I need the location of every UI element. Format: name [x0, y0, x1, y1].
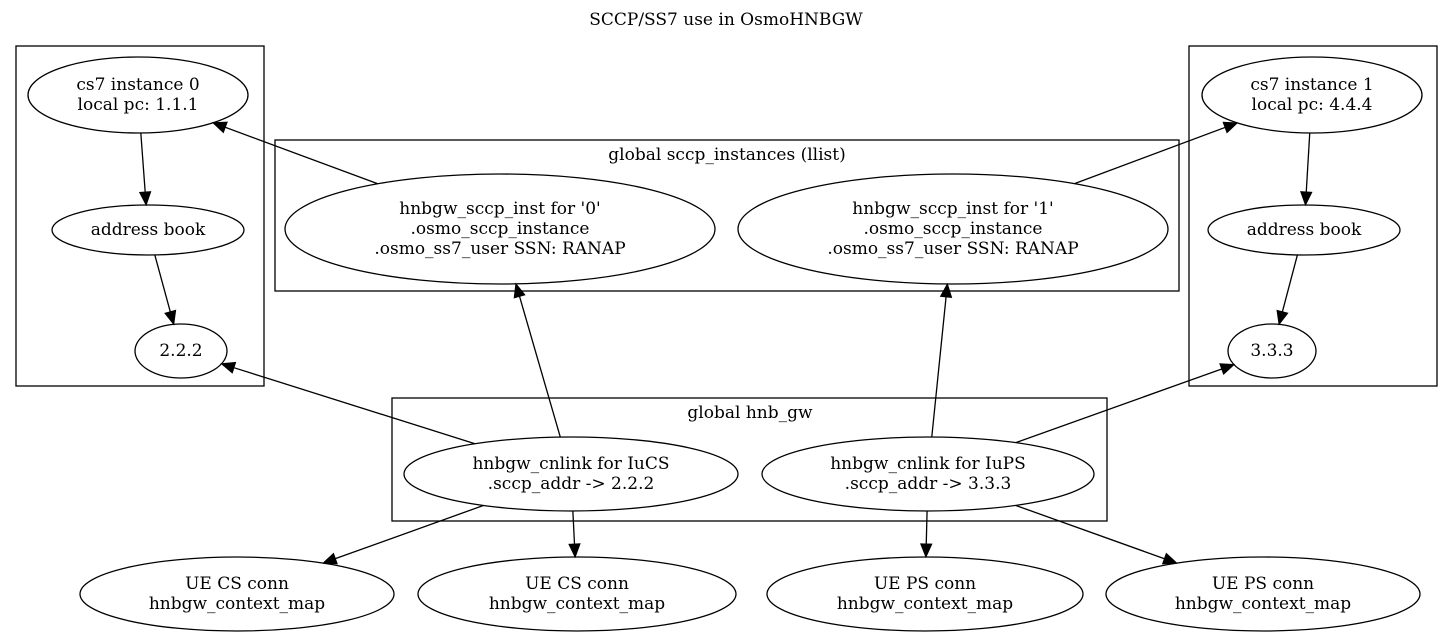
node-label-line: local pc: 1.1.1: [78, 95, 199, 115]
node-label-line: UE PS conn: [874, 574, 976, 594]
edge-cnlink_iucs-to-ue_cs_2: [572, 510, 576, 545]
node-shape: [761, 436, 1095, 512]
node-label-line: .osmo_sccp_instance: [411, 219, 590, 239]
node-label-line: UE PS conn: [1212, 574, 1314, 594]
node-label-line: .osmo_ss7_user SSN: RANAP: [374, 239, 625, 259]
edge-cnlink_iucs-to-ue_cs_1: [335, 504, 484, 560]
arrowhead-cnlink_iups-to-ue_ps_1: [920, 543, 933, 559]
node-label-line: hnbgw_context_map: [489, 594, 665, 614]
edge-cs7_0-to-addr_book_0: [140, 132, 146, 193]
node-label-line: hnbgw_context_map: [1175, 594, 1351, 614]
arrowhead-cnlink_iucs-to-ue_cs_1: [321, 552, 338, 565]
arrowhead-cnlink_iups-to-pc_333: [1219, 363, 1236, 376]
edge-cs7_1-to-addr_book_1: [1305, 132, 1311, 193]
edge-cnlink_iups-to-sccp_inst_1: [931, 296, 947, 438]
node-label-line: .osmo_ss7_user SSN: RANAP: [827, 239, 1078, 259]
node-label-line: 3.3.3: [1250, 341, 1293, 361]
edge-cnlink_iucs-to-sccp_inst_0: [518, 296, 561, 438]
node-label-line: UE CS conn: [185, 574, 289, 594]
node-shape: [766, 556, 1084, 632]
arrowhead-cs7_1-to-addr_book_1: [1300, 191, 1313, 207]
cluster-cs7-instance-0: [15, 45, 265, 387]
cluster-cs7-instance-1: [1188, 45, 1438, 387]
edge-sccp_inst_0-to-cs7_0: [225, 126, 378, 185]
node-shape: [51, 204, 245, 256]
node-label-line: hnbgw_sccp_inst for '0': [399, 199, 600, 219]
edge-addr_book_1-to-pc_333: [1281, 254, 1299, 312]
node-shape: [27, 56, 249, 134]
node-shape: [1201, 56, 1423, 134]
node-sccp-inst-0: hnbgw_sccp_inst for '0'.osmo_sccp_instan…: [284, 173, 716, 285]
cluster-hnb-gw-label: global hnb_gw: [687, 403, 813, 423]
cluster-sccp-instances: [274, 139, 1180, 292]
arrowhead-sccp_inst_1-to-cs7_1: [1222, 121, 1239, 134]
arrowhead-addr_book_1-to-pc_333: [1276, 309, 1289, 326]
edge-cnlink_iups-to-ue_ps_1: [925, 510, 928, 545]
node-cnlink-iucs: hnbgw_cnlink for IuCS.sccp_addr -> 2.2.2: [403, 436, 739, 512]
arrowhead-cnlink_iucs-to-ue_cs_2: [568, 543, 581, 559]
node-label-line: hnbgw_sccp_inst for '1': [852, 199, 1053, 219]
node-label-line: .osmo_sccp_instance: [864, 219, 1043, 239]
node-address-book-1: address book: [1207, 204, 1401, 256]
arrowhead-cnlink_iups-to-ue_ps_2: [1161, 552, 1178, 565]
node-label-line: address book: [1247, 220, 1362, 240]
node-label-line: local pc: 4.4.4: [1252, 95, 1373, 115]
arrowhead-addr_book_0-to-pc_222: [164, 309, 177, 326]
edge-cnlink_iups-to-ue_ps_2: [1015, 504, 1165, 560]
edge-cnlink_iucs-to-pc_222: [233, 367, 476, 445]
node-label-line: cs7 instance 0: [76, 75, 199, 95]
node-sccp-inst-1: hnbgw_sccp_inst for '1'.osmo_sccp_instan…: [737, 173, 1169, 285]
node-shape: [403, 436, 739, 512]
arrowhead-cnlink_iucs-to-sccp_inst_0: [513, 282, 526, 299]
node-label-line: UE CS conn: [525, 574, 629, 594]
node-point-code-2-2-2: 2.2.2: [134, 323, 228, 379]
arrowhead-sccp_inst_0-to-cs7_0: [211, 121, 228, 134]
node-shape: [1207, 204, 1401, 256]
edge-sccp_inst_1-to-cs7_1: [1074, 126, 1226, 185]
node-label-line: hnbgw_context_map: [149, 594, 325, 614]
arrowhead-cnlink_iups-to-sccp_inst_1: [939, 282, 953, 299]
node-cnlink-iups: hnbgw_cnlink for IuPS.sccp_addr -> 3.3.3: [761, 436, 1095, 512]
edge-layer: [138, 121, 1313, 565]
node-label-line: .sccp_addr -> 3.3.3: [845, 474, 1012, 494]
node-shape: [1105, 556, 1421, 632]
node-label-line: cs7 instance 1: [1250, 75, 1373, 95]
arrowhead-cs7_0-to-addr_book_0: [138, 191, 152, 207]
node-address-book-0: address book: [51, 204, 245, 256]
node-shape: [134, 323, 228, 379]
node-label-line: .sccp_addr -> 2.2.2: [488, 474, 655, 494]
node-shape: [284, 173, 716, 285]
diagram-title: SCCP/SS7 use in OsmoHNBGW: [589, 10, 863, 30]
node-label-line: hnbgw_cnlink for IuPS: [830, 454, 1026, 474]
edge-cnlink_iups-to-pc_333: [1015, 368, 1222, 444]
edge-addr_book_0-to-pc_222: [154, 254, 171, 312]
node-point-code-3-3-3: 3.3.3: [1227, 323, 1317, 379]
node-shape: [737, 173, 1169, 285]
node-shape: [1227, 323, 1317, 379]
node-label-line: address book: [91, 220, 206, 240]
node-shape: [79, 556, 395, 632]
cluster-sccp-instances-label: global sccp_instances (llist): [608, 145, 845, 165]
node-label-line: hnbgw_context_map: [837, 594, 1013, 614]
node-shape: [417, 556, 737, 632]
node-label-line: hnbgw_cnlink for IuCS: [472, 454, 669, 474]
node-label-line: 2.2.2: [159, 341, 202, 361]
cluster-hnb-gw: [391, 397, 1108, 522]
arrowhead-cnlink_iucs-to-pc_222: [220, 361, 237, 374]
